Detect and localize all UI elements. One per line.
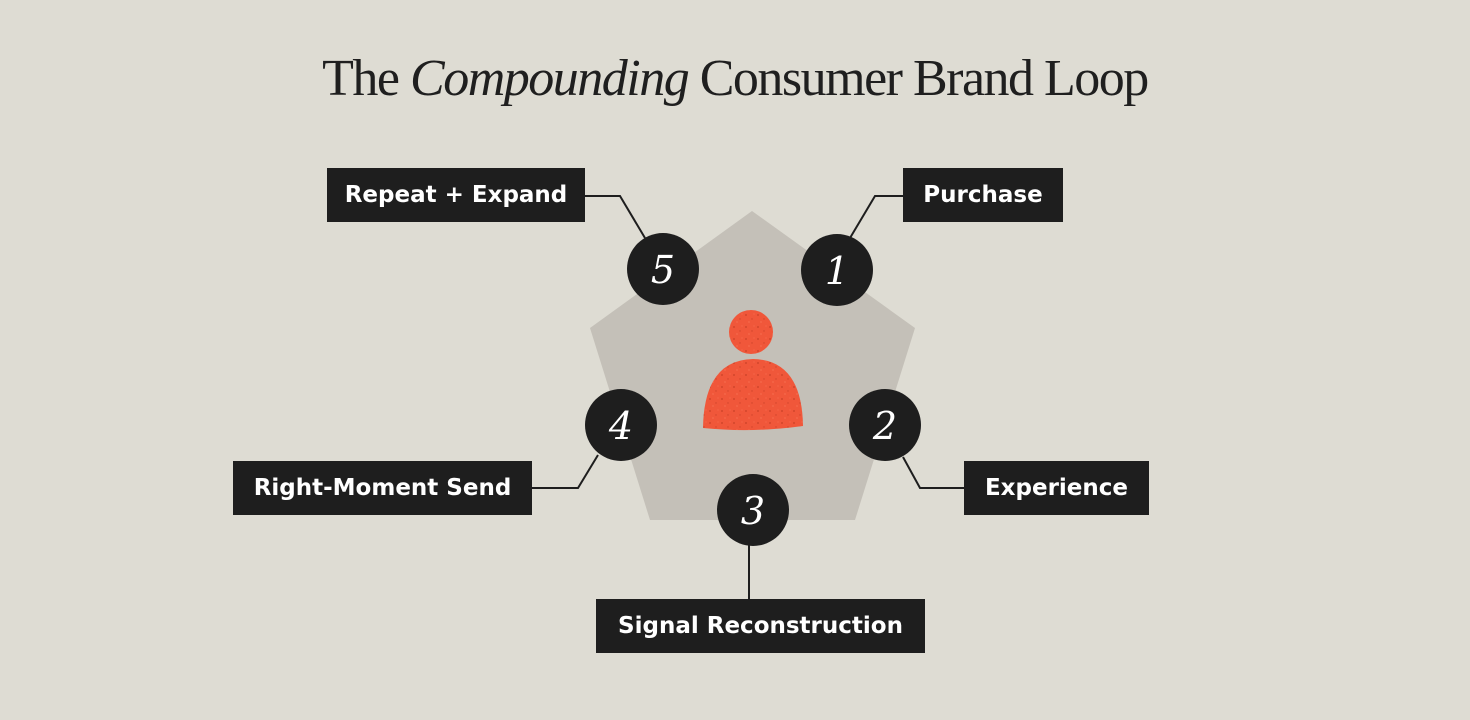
step-label-signal-reconstruction: Signal Reconstruction xyxy=(596,599,925,653)
step-node-3: 3 xyxy=(717,474,789,546)
step-number-4: 4 xyxy=(608,404,633,448)
step-number-1: 1 xyxy=(825,249,849,293)
connector-5 xyxy=(585,195,646,239)
step-label-repeat-expand: Repeat + Expand xyxy=(327,168,585,222)
step-number-5: 5 xyxy=(651,248,675,292)
diagram-title: The Compounding Consumer Brand Loop xyxy=(0,44,1470,114)
connector-2 xyxy=(902,456,965,489)
step-node-2: 2 xyxy=(849,389,921,461)
step-label-right-moment-send: Right-Moment Send xyxy=(233,461,532,515)
connector-lines xyxy=(532,195,965,599)
title-part-2: Compounding xyxy=(410,50,690,107)
step-number-2: 2 xyxy=(872,404,897,448)
step-node-4: 4 xyxy=(585,389,657,461)
person-icon xyxy=(703,310,803,431)
title-part-1: The xyxy=(322,50,400,107)
connector-4 xyxy=(532,454,599,489)
step-label-experience: Experience xyxy=(964,461,1149,515)
step-node-1: 1 xyxy=(801,234,873,306)
connector-1 xyxy=(849,195,903,239)
step-label-purchase: Purchase xyxy=(903,168,1063,222)
step-number-3: 3 xyxy=(741,489,765,533)
title-part-3: Consumer Brand Loop xyxy=(699,50,1150,107)
step-node-5: 5 xyxy=(627,233,699,305)
